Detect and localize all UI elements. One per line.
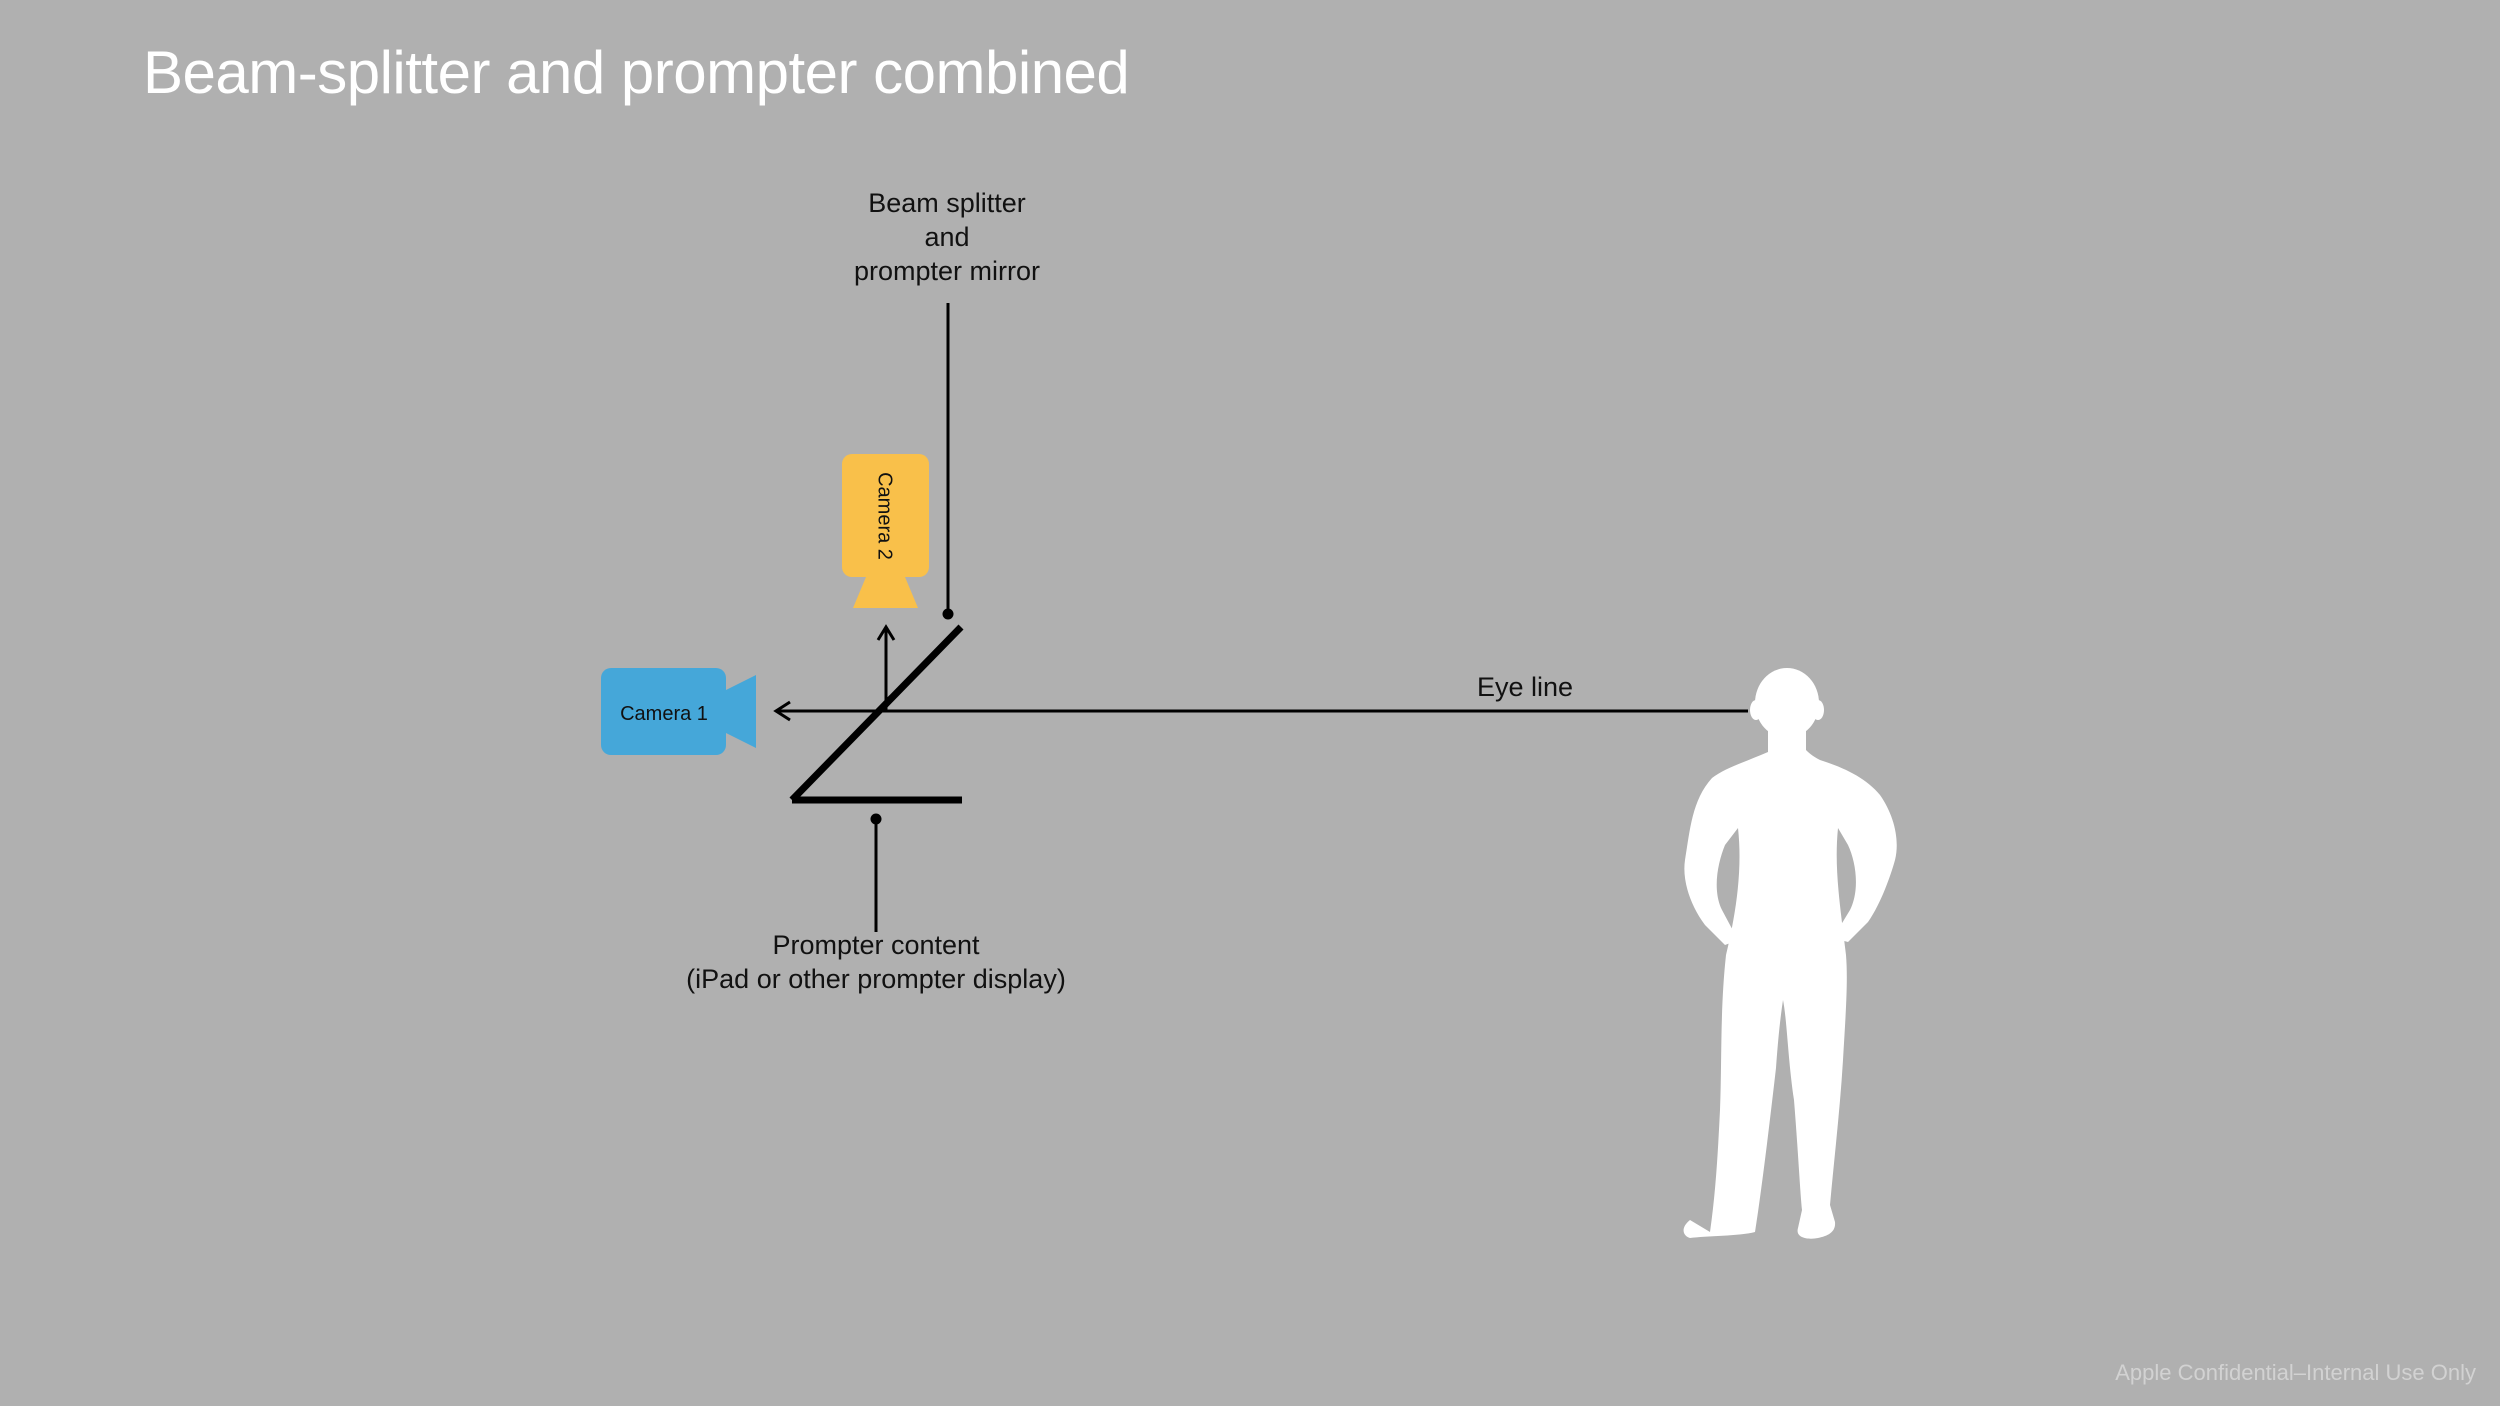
camera-1-body bbox=[601, 668, 726, 755]
eye-line-arrow bbox=[773, 700, 1748, 722]
beam-splitter-mirror bbox=[789, 624, 964, 803]
reflection-arrow-up bbox=[876, 624, 896, 711]
prompter-leader-line bbox=[870, 813, 882, 932]
mirror-label-line2: and bbox=[924, 222, 969, 252]
prompter-label-line2: (iPad or other prompter display) bbox=[686, 964, 1066, 994]
camera-1-lens bbox=[726, 675, 756, 748]
camera-1-label: Camera 1 bbox=[620, 703, 708, 725]
person-silhouette-icon bbox=[1683, 668, 1897, 1239]
camera-2-lens bbox=[853, 577, 918, 608]
eye-line-label: Eye line bbox=[1477, 672, 1573, 702]
confidential-footer: Apple Confidential–Internal Use Only bbox=[2115, 1360, 2476, 1385]
camera-2: Camera 2 bbox=[842, 454, 929, 608]
camera-1: Camera 1 bbox=[601, 668, 756, 755]
camera-2-label: Camera 2 bbox=[874, 472, 896, 560]
camera-2-body bbox=[842, 454, 929, 577]
slide-title: Beam-splitter and prompter combined bbox=[143, 39, 1130, 106]
mirror-leader-line bbox=[942, 303, 954, 620]
mirror-label-line1: Beam splitter bbox=[868, 188, 1026, 218]
mirror-label-line3: prompter mirror bbox=[854, 256, 1040, 286]
prompter-label-line1: Prompter content bbox=[772, 930, 980, 960]
